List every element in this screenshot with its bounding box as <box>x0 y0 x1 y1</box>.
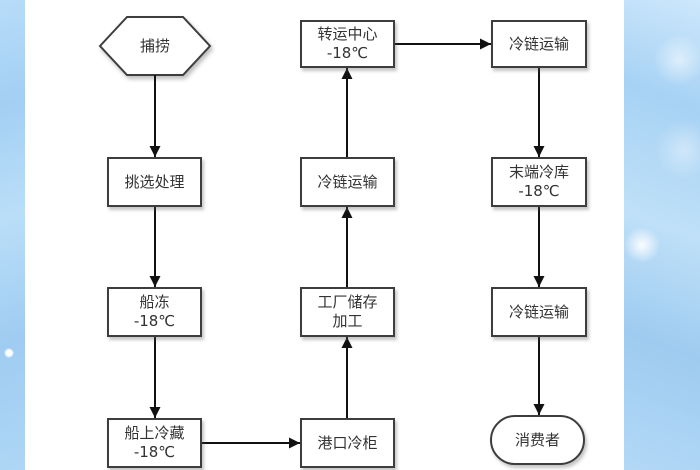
node-label: 冷链运输 <box>508 34 569 53</box>
node-label: 捕捞 <box>139 36 170 55</box>
node-label: 冷链运输 <box>508 302 569 321</box>
node-label-line2: 加工 <box>332 312 363 330</box>
node-factory-storage-processing: 工厂储存 加工 <box>300 287 395 337</box>
node-label-line2: -18℃ <box>518 182 560 200</box>
node-label-line2: -18℃ <box>326 44 369 62</box>
background-strip-left <box>0 0 25 470</box>
node-sorting-processing: 挑选处理 <box>107 157 202 207</box>
node-label-line1: 船上冷藏 <box>124 424 185 443</box>
node-label-line2: -18℃ <box>133 443 176 461</box>
node-label: 消费者 <box>514 430 560 449</box>
node-label-line1: 转运中心 <box>317 25 378 44</box>
node-label-line2: -18℃ <box>133 312 176 330</box>
hexagon-shape <box>98 16 212 76</box>
node-cold-chain-transport-2: 冷链运输 <box>491 20 587 68</box>
background-strip-right <box>624 0 700 470</box>
node-onboard-cold-storage: 船上冷藏 -18℃ <box>107 418 202 468</box>
node-label-line1: 工厂储存 <box>317 293 378 312</box>
node-label-line1: 末端冷库 <box>508 163 569 182</box>
node-label-line1: 船冻 <box>139 293 170 312</box>
node-transfer-center: 转运中心 -18℃ <box>300 20 395 68</box>
node-ship-freezing: 船冻 -18℃ <box>107 287 202 337</box>
node-label: 港口冷柜 <box>317 433 378 452</box>
node-consumer: 消费者 <box>490 415 585 465</box>
node-label: 冷链运输 <box>317 172 378 191</box>
node-label: 挑选处理 <box>124 172 185 191</box>
node-terminal-cold-store: 末端冷库 -18℃ <box>491 157 587 207</box>
node-cold-chain-transport-1: 冷链运输 <box>300 157 395 207</box>
node-cold-chain-transport-3: 冷链运输 <box>491 287 587 337</box>
node-port-freezer: 港口冷柜 <box>300 418 395 468</box>
node-capture-hexagon: 捕捞 <box>100 17 210 75</box>
